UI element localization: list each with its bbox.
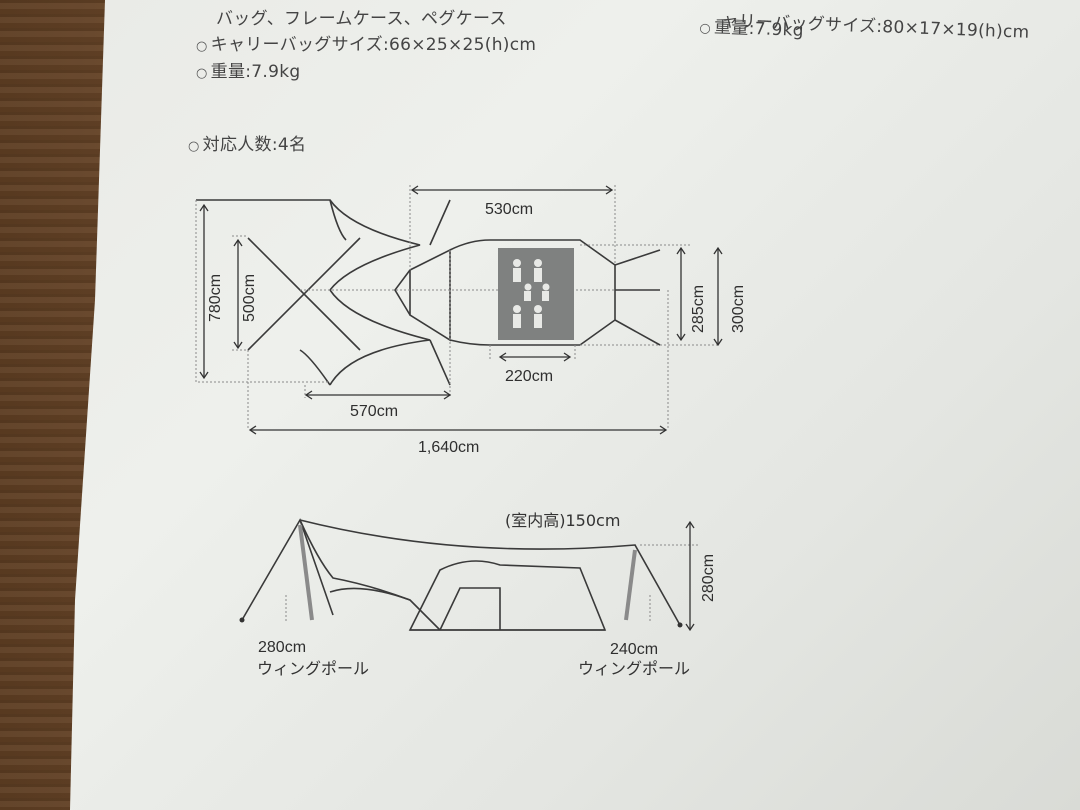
dim-285: 285cm bbox=[690, 285, 707, 333]
plan-guides bbox=[195, 185, 720, 430]
left-peg bbox=[239, 617, 245, 623]
side-dimension-arrow bbox=[685, 520, 695, 632]
inner-height-label: (室内高)150cm bbox=[505, 511, 620, 530]
spec-weight: ○重量:7.9kg bbox=[196, 62, 301, 82]
height-280: 280cm bbox=[700, 554, 717, 602]
dim-530: 530cm bbox=[485, 201, 533, 218]
spec-carry-bag-size: ○キャリーバッグサイズ:66×25×25(h)cm bbox=[196, 35, 537, 55]
left-pole-label: ウィングポール bbox=[257, 659, 369, 678]
dim-780: 780cm bbox=[207, 274, 224, 322]
dim-570: 570cm bbox=[350, 403, 398, 420]
left-pole-size: 280cm bbox=[258, 639, 306, 656]
left-wing-pole bbox=[298, 524, 314, 621]
plan-view bbox=[196, 199, 661, 386]
spec-capacity: ○対応人数:4名 bbox=[188, 135, 307, 155]
right-pole-size: 240cm bbox=[610, 641, 658, 658]
dim-300: 300cm bbox=[730, 285, 747, 333]
right-wing-pole bbox=[624, 549, 637, 621]
right-pole-label: ウィングポール bbox=[578, 659, 690, 678]
dim-1640: 1,640cm bbox=[418, 439, 479, 456]
dim-220: 220cm bbox=[505, 368, 553, 385]
side-view bbox=[241, 518, 681, 631]
right-peg bbox=[677, 622, 683, 628]
pictogram-panel bbox=[498, 248, 574, 340]
side-guides bbox=[285, 544, 700, 622]
plan-dimension-arrows bbox=[199, 185, 723, 435]
spec-line-accessories: バッグ、フレームケース、ペグケース bbox=[216, 9, 507, 29]
wing-poles bbox=[298, 524, 637, 621]
dim-500: 500cm bbox=[241, 274, 258, 322]
